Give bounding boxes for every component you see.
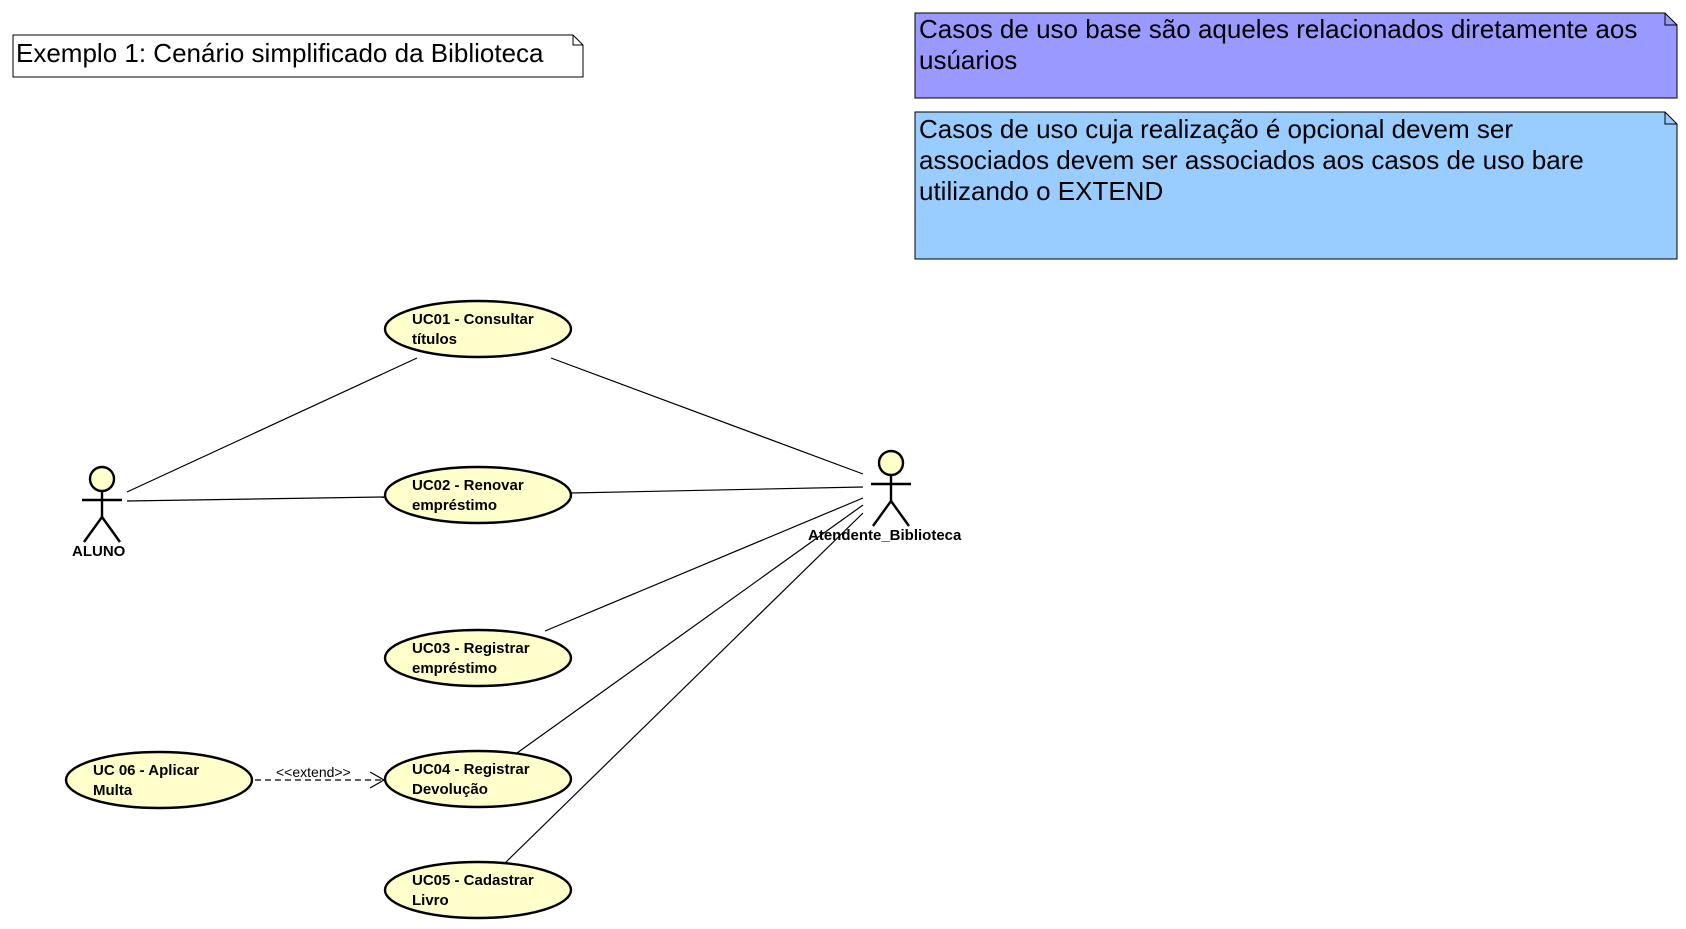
uc04-line-2: Devolução [412,781,488,798]
base-note-line-1: Casos de uso base são aqueles relacionad… [919,14,1638,44]
uc03-label: UC03 - Registrar empréstimo [412,639,530,679]
extend-note-line-1: Casos de uso cuja realização é opcional … [919,114,1514,144]
extend-use-case-note [914,111,1678,260]
uc06-line-2: Multa [93,782,133,799]
uc02-line-1: UC02 - Renovar [412,477,524,494]
uc05-line-2: Livro [412,892,449,909]
extend-note-line-2: associados devem ser associados aos caso… [919,145,1584,175]
base-note-line-2: usúarios [919,45,1018,75]
assoc-aluno-uc01 [126,357,418,493]
actor-aluno-figure [82,465,122,543]
uc03-line-1: UC03 - Registrar [412,640,530,657]
base-use-case-note-text: Casos de uso base são aqueles relacionad… [919,14,1637,76]
uc01-ellipse [383,299,573,359]
uc05-line-1: UC05 - Cadastrar [412,872,534,889]
associations [126,357,864,864]
uc02-ellipse [383,465,573,525]
assoc-uc03-atendente [544,497,864,632]
assoc-uc02-atendente [570,486,864,494]
extend-stereotype-label: <<extend>> [276,764,351,780]
extend-note-line-3: utilizando o EXTEND [919,176,1164,206]
uc01-line-1: UC01 - Consultar [412,311,534,328]
uc05-ellipse [383,860,573,920]
uc04-ellipse [383,749,573,809]
uc06-line-1: UC 06 - Aplicar [93,762,200,779]
uc06-ellipse [64,750,254,810]
uc04-line-1: UC04 - Registrar [412,761,530,778]
assoc-uc04-atendente [516,504,864,754]
uc02-label: UC02 - Renovar empréstimo [412,476,524,516]
assoc-aluno-uc02 [126,496,385,502]
title-note [12,34,584,78]
assoc-uc01-atendente [550,357,864,475]
extend-use-case-note-text: Casos de uso cuja realização é opcional … [919,114,1584,207]
uc04-label: UC04 - Registrar Devolução [412,760,530,800]
assoc-uc05-atendente [504,512,864,864]
uc03-ellipse [383,628,573,688]
actor-aluno-label: ALUNO [72,543,126,560]
diagram-title: Exemplo 1: Cenário simplificado da Bibli… [16,38,544,68]
uc01-label: UC01 - Consultar títulos [412,310,534,350]
actor-atendente-figure [871,449,911,527]
actor-atendente-label: Atendente_Biblioteca [808,527,962,544]
uc05-label: UC05 - Cadastrar Livro [412,871,534,911]
uc02-line-2: empréstimo [412,497,498,514]
use-case-ellipses [64,299,573,920]
uc03-line-2: empréstimo [412,660,498,677]
uc01-line-2: títulos [412,331,457,348]
uc06-label: UC 06 - Aplicar Multa [93,761,199,801]
base-use-case-note [914,12,1678,99]
